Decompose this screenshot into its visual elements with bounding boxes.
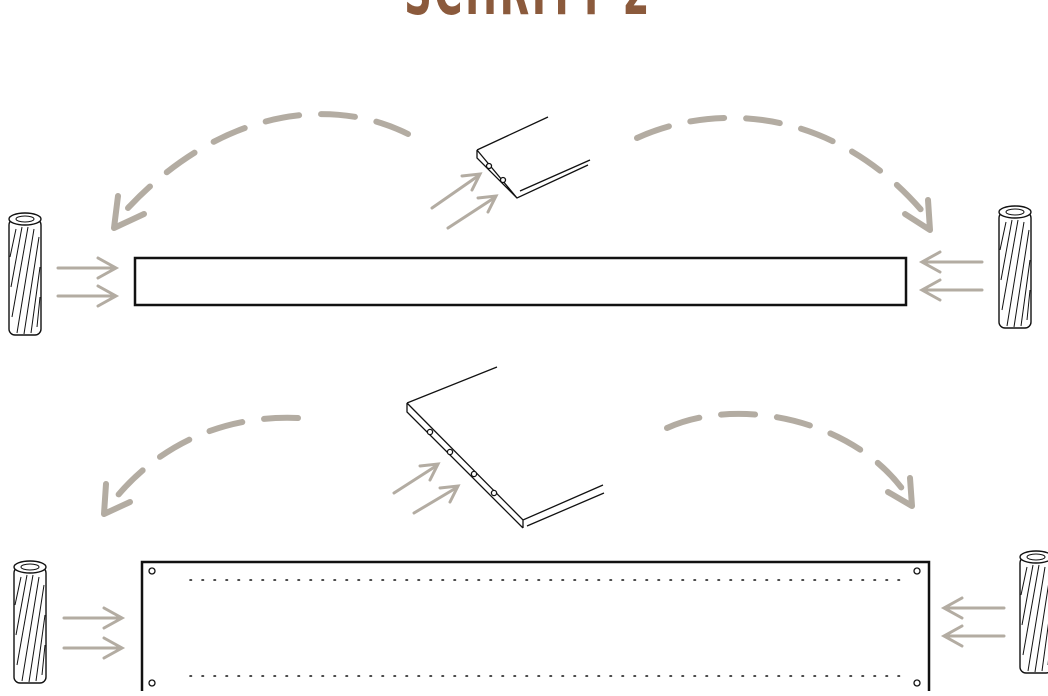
insert-arrow-icon <box>940 596 1006 648</box>
insert-arrow-icon <box>430 172 499 230</box>
top-assembly <box>8 111 1032 336</box>
curved-arrow-icon <box>107 414 301 508</box>
curved-arrow-icon <box>664 410 913 503</box>
board-end-icon <box>476 116 591 199</box>
board-top <box>133 256 908 307</box>
wooden-dowel-icon <box>998 205 1032 329</box>
insert-arrow-icon <box>62 606 126 660</box>
insert-arrow-icon <box>56 256 120 308</box>
board-end-icon <box>406 366 605 529</box>
curved-arrow-icon <box>101 481 133 517</box>
insert-arrow-icon <box>392 462 461 515</box>
board-bottom <box>140 560 931 696</box>
wooden-dowel-icon <box>8 212 42 336</box>
wooden-dowel-icon <box>1019 550 1048 674</box>
insert-arrow-icon <box>918 250 984 302</box>
wooden-dowel-icon <box>13 560 47 684</box>
curved-arrow-icon <box>111 193 147 231</box>
bottom-assembly <box>13 366 1048 696</box>
curved-arrow-icon <box>634 114 931 221</box>
curved-arrow-icon <box>125 111 411 211</box>
curved-arrow-icon <box>902 197 933 233</box>
step-title: SCHRITT 2 <box>203 0 853 29</box>
curved-arrow-icon <box>885 475 915 509</box>
